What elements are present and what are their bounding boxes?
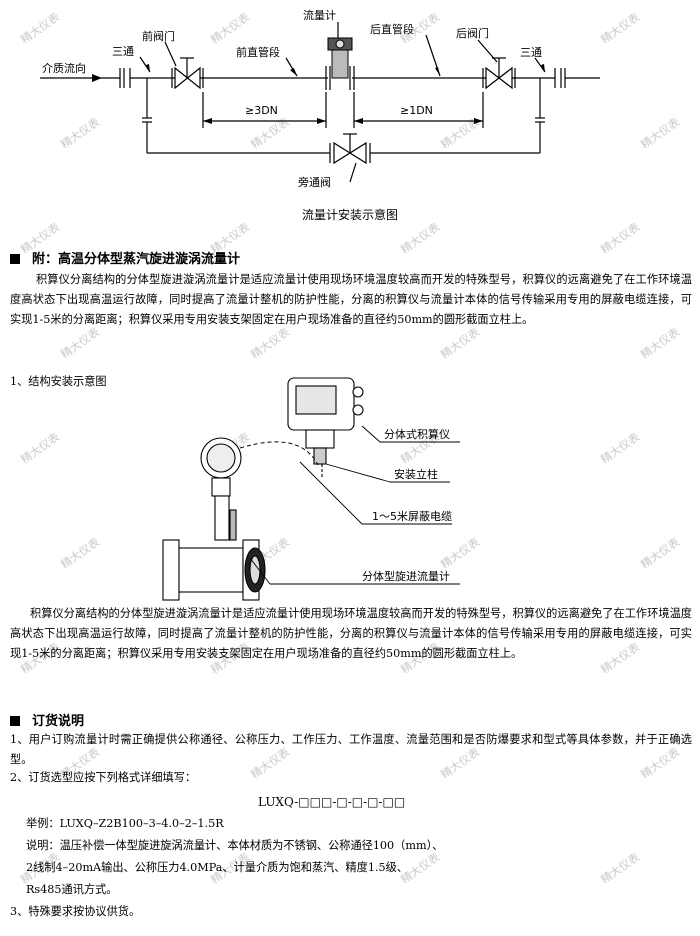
label-rear-valve: 后阀门 bbox=[456, 26, 489, 40]
order-desc-3: Rs485通讯方式。 bbox=[26, 883, 118, 896]
structure-diagram: 分体式积算仪 安装立柱 1～5米屏蔽电缆 分体型旋进流量计 bbox=[162, 377, 460, 601]
order-format: LUXQ-□□□-□-□-□-□□ bbox=[258, 795, 406, 809]
label-front-dn: ≥3DN bbox=[245, 104, 278, 117]
order-item-1: 1、用户订购流量计时需正确提供公称通径、公称压力、工作压力、工作温度、流量范围和… bbox=[10, 733, 692, 766]
label-bypass-valve: 旁通阀 bbox=[298, 175, 331, 189]
label-rear-straight: 后直管段 bbox=[370, 22, 414, 36]
label-front-straight: 前直管段 bbox=[236, 45, 280, 59]
watermark-text: 精大仪表 bbox=[598, 850, 642, 887]
label-cable: 1～5米屏蔽电缆 bbox=[372, 510, 452, 523]
appendix-title: 附：高温分体型蒸汽旋进漩涡流量计 bbox=[32, 252, 241, 267]
label-split-meter: 分体型旋进流量计 bbox=[362, 569, 450, 583]
order-desc-2: 2线制4–20mA输出、公称压力4.0MPa、计量介质为饱和蒸汽、精度1.5级、 bbox=[26, 861, 408, 874]
order-title-row: 订货说明 bbox=[10, 710, 84, 729]
label-tee-right: 三通 bbox=[520, 46, 542, 59]
structure-heading: 1、结构安装示意图 bbox=[10, 375, 107, 388]
structure-paragraph: 积算仪分离结构的分体型旋进漩涡流量计是适应流量计使用现场环境温度较高而开发的特殊… bbox=[10, 607, 692, 660]
bullet-square-icon bbox=[10, 716, 20, 726]
label-rear-dn: ≥1DN bbox=[400, 104, 433, 117]
order-item-2: 2、订货选型应按下列格式详细填写： bbox=[10, 771, 197, 784]
label-front-valve: 前阀门 bbox=[142, 29, 175, 43]
watermark-text: 精大仪表 bbox=[598, 220, 642, 257]
order-desc-1: 说明：温压补偿一体型旋进旋涡流量计、本体材质为不锈钢、公称通径100（mm）、 bbox=[26, 839, 444, 852]
label-post: 安装立柱 bbox=[394, 467, 438, 481]
label-flowmeter: 流量计 bbox=[303, 8, 336, 22]
label-tee-left: 三通 bbox=[112, 45, 134, 58]
order-example: 举例：LUXQ–Z2B100–3–4.0–2–1.5R bbox=[26, 817, 224, 830]
appendix-paragraph: 积算仪分离结构的分体型旋进漩涡流量计是适应流量计使用现场环境温度较高而开发的特殊… bbox=[10, 273, 692, 326]
bullet-square-icon bbox=[10, 254, 20, 264]
appendix-title-row: 附：高温分体型蒸汽旋进漩涡流量计 bbox=[10, 248, 240, 267]
label-medium-flow: 介质流向 bbox=[42, 61, 86, 75]
label-totalizer: 分体式积算仪 bbox=[384, 427, 450, 441]
order-item-3: 3、特殊要求按协议供货。 bbox=[10, 905, 141, 918]
watermark-text: 精大仪表 bbox=[398, 220, 442, 257]
order-title: 订货说明 bbox=[32, 714, 85, 729]
installation-diagram: 介质流向 三通 前阀门 前直管段 流量计 后直管段 后阀门 三通 ≥3DN ≥1… bbox=[40, 8, 600, 189]
diagram-caption: 流量计安装示意图 bbox=[301, 208, 398, 222]
